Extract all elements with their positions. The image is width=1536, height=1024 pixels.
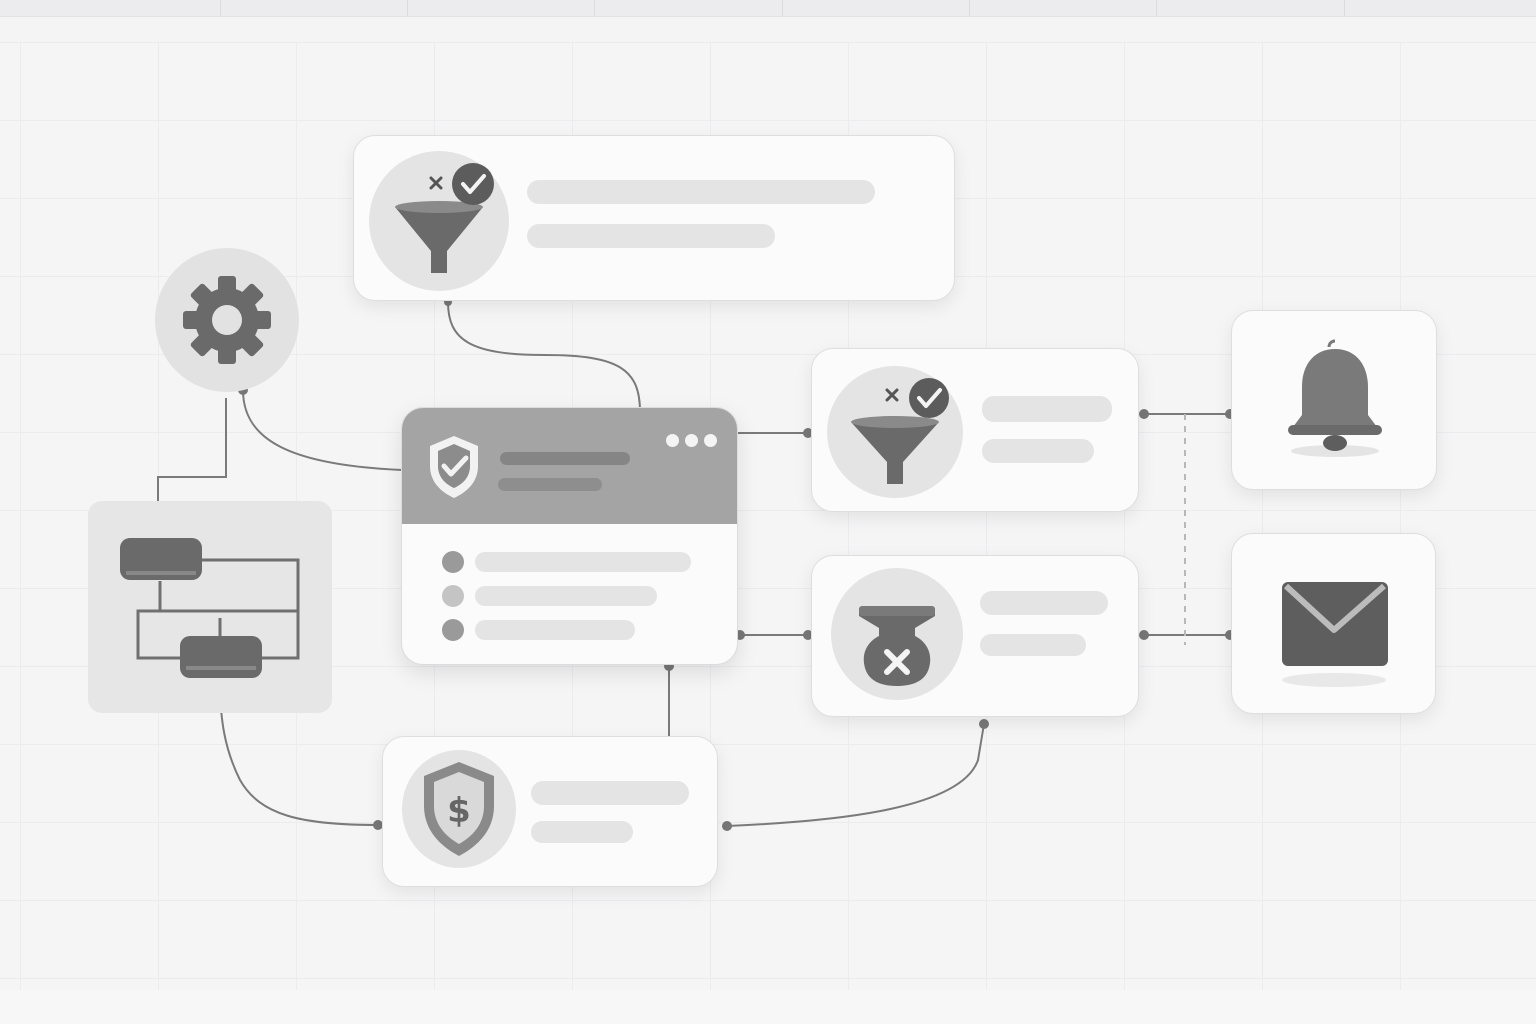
main-card-header [402, 408, 737, 524]
main-shield-card[interactable] [401, 407, 738, 665]
placeholder-line [527, 224, 775, 248]
placeholder-line [982, 439, 1094, 463]
filter-check-icon-circle [827, 366, 963, 498]
filter-check-icon [851, 378, 949, 484]
header-title-placeholder [500, 452, 630, 465]
subflow-node[interactable] [88, 501, 332, 713]
gear-icon [183, 276, 271, 364]
placeholder-line [980, 634, 1086, 656]
envelope-icon [1282, 582, 1388, 687]
placeholder-line [527, 180, 875, 204]
filter-reject-icon [859, 606, 935, 686]
shield-dollar-icon-circle: $ [402, 750, 516, 868]
top-toolbar [0, 0, 1536, 17]
email-card[interactable] [1231, 533, 1436, 714]
filter-card-top[interactable] [353, 135, 955, 301]
more-dots-icon[interactable] [666, 434, 726, 450]
shield-dollar-icon: $ [424, 762, 494, 856]
edge-payment-subflow [210, 672, 379, 826]
placeholder-line [980, 591, 1108, 615]
filter-reject-card[interactable] [811, 555, 1139, 717]
placeholder-line [982, 396, 1112, 422]
edge-payment-filterreject [726, 723, 985, 827]
edge-settings-main [242, 389, 403, 471]
bell-icon [1288, 339, 1382, 457]
subflow-diagram-icon [120, 538, 300, 678]
filter-check-icon [395, 163, 494, 273]
settings-node[interactable] [155, 248, 299, 392]
header-subtitle-placeholder [498, 478, 602, 491]
placeholder-line [531, 821, 633, 843]
filter-pass-card[interactable] [811, 348, 1139, 512]
filter-reject-icon-circle [831, 568, 963, 700]
svg-text:$: $ [447, 791, 471, 831]
placeholder-line [531, 781, 689, 805]
filter-check-icon-circle [369, 151, 509, 291]
edge-topfilter-main [447, 301, 641, 413]
shield-check-icon [430, 436, 478, 498]
payment-card[interactable]: $ [382, 736, 718, 887]
notification-card[interactable] [1231, 310, 1437, 490]
bottom-bar [0, 990, 1536, 1024]
